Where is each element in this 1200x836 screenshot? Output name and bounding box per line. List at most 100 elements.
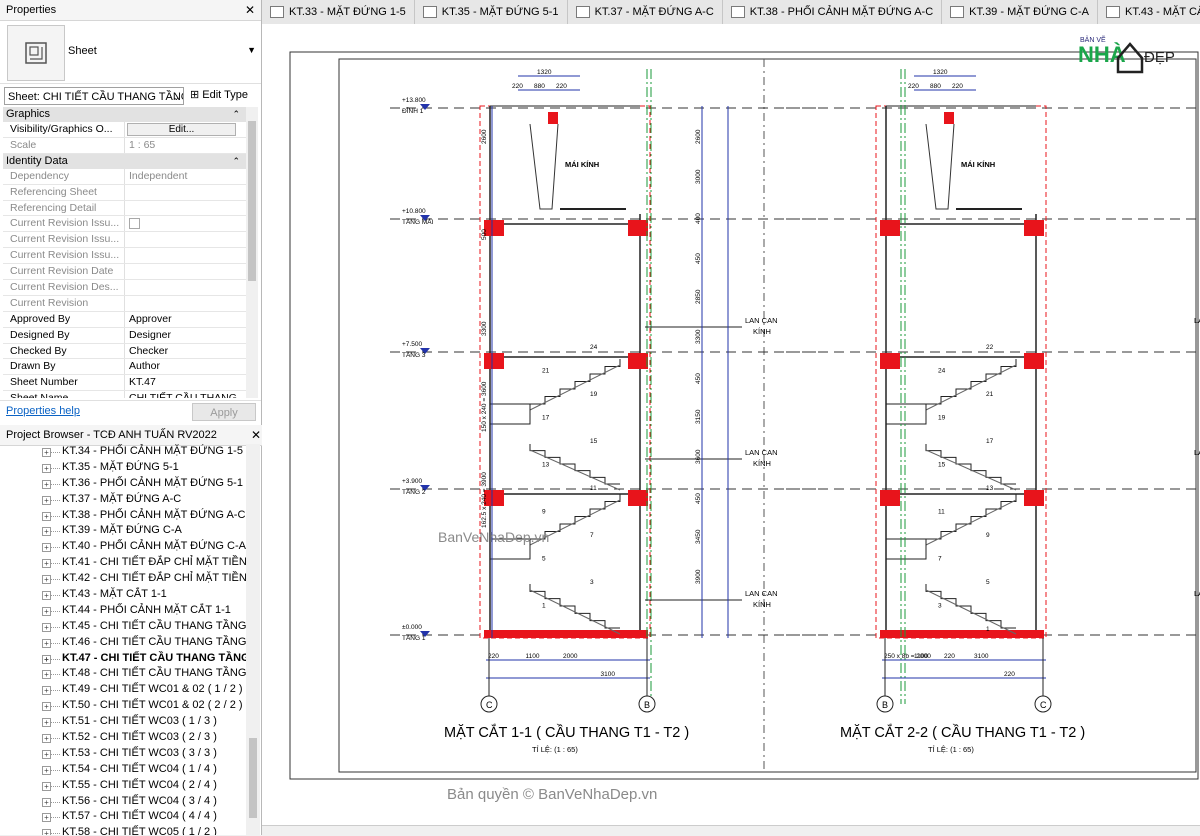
property-value[interactable]: [125, 216, 246, 231]
category-identity[interactable]: Identity Data ⌃: [3, 153, 246, 169]
stair-soffit: [529, 449, 621, 491]
browser-item[interactable]: +KT.51 - CHI TIẾT WC03 ( 1 / 3 ): [0, 714, 246, 730]
view-tab[interactable]: KT.37 - MẶT ĐỨNG A-C: [568, 0, 723, 24]
ground-slab: [880, 630, 1044, 638]
property-row[interactable]: Referencing Detail: [3, 200, 246, 217]
dimension-text: 2600: [481, 129, 488, 144]
property-row[interactable]: Referencing Sheet: [3, 184, 246, 201]
browser-item[interactable]: +KT.40 - PHỐI CẢNH MẶT ĐỨNG C-A: [0, 539, 246, 555]
collapse-icon[interactable]: ⌃: [232, 109, 240, 119]
property-value[interactable]: Approver: [129, 312, 172, 325]
view-tab[interactable]: KT.38 - PHỐI CẢNH MẶT ĐỨNG A-C: [723, 0, 943, 24]
beam: [880, 220, 900, 236]
browser-item[interactable]: +KT.53 - CHI TIẾT WC03 ( 3 / 3 ): [0, 746, 246, 762]
property-row[interactable]: Current Revision Date: [3, 264, 246, 281]
lan-can-label: LAN CAN: [745, 448, 778, 457]
browser-item[interactable]: +KT.46 - CHI TIẾT CẦU THANG TẦNG 1 -: [0, 635, 246, 651]
property-row[interactable]: Sheet Number KT.47: [3, 375, 246, 392]
property-label: Visibility/Graphics O...: [3, 122, 125, 137]
project-browser-header: Project Browser - TCĐ ANH TUẤN RV2022 ✕: [0, 425, 267, 446]
dimension-text: 1100: [914, 653, 928, 660]
type-selector[interactable]: Sheet ▼: [0, 21, 261, 84]
property-value[interactable]: Designer: [129, 328, 172, 341]
dimension-text: 3900: [695, 569, 702, 584]
apply-button[interactable]: Apply: [192, 403, 256, 421]
stair-flight: [925, 584, 1016, 629]
browser-item[interactable]: +KT.47 - CHI TIẾT CẦU THANG TẦNG 1: [0, 651, 246, 667]
browser-item[interactable]: +KT.34 - PHỐI CẢNH MẶT ĐỨNG 1-5: [0, 444, 246, 460]
browser-item[interactable]: +KT.45 - CHI TIẾT CẦU THANG TẦNG 1 -: [0, 619, 246, 635]
browser-item[interactable]: +KT.43 - MẶT CẮT 1-1: [0, 587, 246, 603]
browser-item[interactable]: +KT.44 - PHỐI CẢNH MẶT CẮT 1-1: [0, 603, 246, 619]
property-value[interactable]: KT.47: [129, 376, 156, 389]
stair-soffit: [529, 499, 621, 546]
browser-item[interactable]: +KT.48 - CHI TIẾT CẦU THANG TẦNG 1 -: [0, 666, 246, 682]
view-tab[interactable]: KT.39 - MẶT ĐỨNG C-A: [942, 0, 1098, 24]
property-row[interactable]: Current Revision Issu...: [3, 248, 246, 265]
property-row[interactable]: Current Revision Issu...: [3, 232, 246, 249]
property-row[interactable]: Current Revision Des...: [3, 280, 246, 296]
view-tab[interactable]: KT.35 - MẶT ĐỨNG 5-1: [415, 0, 568, 24]
browser-item[interactable]: +KT.38 - PHỐI CẢNH MẶT ĐỨNG A-C: [0, 508, 246, 524]
stair-flight: [530, 359, 621, 405]
drawing-frame: [338, 58, 1197, 773]
browser-item[interactable]: +KT.54 - CHI TIẾT WC04 ( 1 / 4 ): [0, 762, 246, 778]
property-row[interactable]: Current Revision Issu...: [3, 216, 246, 233]
property-row[interactable]: Sheet NameCHI TIẾT CẦU THANG: [3, 391, 246, 398]
stair-flight: [529, 584, 620, 629]
collapse-icon[interactable]: ⌃: [232, 155, 240, 166]
landing: [885, 538, 927, 560]
browser-item[interactable]: +KT.41 - CHI TIẾT ĐẮP CHỈ MẶT TIỀN ( 1: [0, 555, 246, 571]
browser-scrollbar[interactable]: [246, 444, 260, 835]
expand-icon[interactable]: +: [42, 829, 51, 835]
browser-item[interactable]: +KT.50 - CHI TIẾT WC01 & 02 ( 2 / 2 ): [0, 698, 246, 714]
view-tab[interactable]: KT.43 - MẶT CẮT 1-1: [1098, 0, 1200, 24]
browser-item[interactable]: +KT.36 - PHỐI CẢNH MẶT ĐỨNG 5-1: [0, 476, 246, 492]
stair-soffit: [925, 364, 1017, 411]
tree-guide: [50, 801, 60, 803]
scrollbar-thumb[interactable]: [248, 121, 256, 281]
property-value[interactable]: CHI TIẾT CẦU THANG: [125, 391, 246, 398]
tree-guide: [50, 769, 60, 771]
browser-item[interactable]: +KT.37 - MẶT ĐỨNG A-C: [0, 492, 246, 508]
browser-item[interactable]: +KT.42 - CHI TIẾT ĐẮP CHỈ MẶT TIỀN ( 2: [0, 571, 246, 587]
chevron-down-icon[interactable]: ▼: [247, 45, 256, 55]
properties-help-link[interactable]: Properties help: [6, 405, 80, 417]
browser-item[interactable]: +KT.52 - CHI TIẾT WC03 ( 2 / 3 ): [0, 730, 246, 746]
project-browser-tree: +KT.34 - PHỐI CẢNH MẶT ĐỨNG 1-5+KT.35 - …: [0, 444, 246, 835]
category-graphics[interactable]: Graphics ⌃: [3, 107, 246, 122]
instance-selector[interactable]: Sheet: CHI TIẾT CẦU THANG TẦNG ⌄: [4, 87, 184, 105]
view-tab[interactable]: KT.33 - MẶT ĐỨNG 1-5: [262, 0, 415, 24]
browser-item[interactable]: +KT.56 - CHI TIẾT WC04 ( 3 / 4 ): [0, 794, 246, 810]
property-label: Sheet Number: [3, 375, 125, 391]
step-number: 21: [542, 368, 550, 375]
beam: [1024, 353, 1044, 369]
browser-item[interactable]: +KT.57 - CHI TIẾT WC04 ( 4 / 4 ): [0, 809, 246, 825]
edit-type-button[interactable]: ⊞ Edit Type: [190, 88, 248, 101]
edit-type-icon: ⊞: [190, 89, 200, 101]
browser-item[interactable]: +KT.55 - CHI TIẾT WC04 ( 2 / 4 ): [0, 778, 246, 794]
browser-item[interactable]: +KT.39 - MẶT ĐỨNG C-A: [0, 523, 246, 539]
property-row[interactable]: Visibility/Graphics O...Edit...: [3, 122, 246, 138]
scrollbar-thumb[interactable]: [249, 738, 257, 818]
browser-item[interactable]: +KT.35 - MẶT ĐỨNG 5-1: [0, 460, 246, 476]
checkbox[interactable]: [129, 218, 140, 230]
property-value[interactable]: Author: [129, 360, 160, 373]
dimension-text: 3300: [481, 321, 488, 336]
browser-item[interactable]: +KT.58 - CHI TIẾT WC05 ( 1 / 2 ): [0, 825, 246, 835]
browser-item[interactable]: +KT.49 - CHI TIẾT WC01 & 02 ( 1 / 2 ): [0, 682, 246, 698]
property-value[interactable]: Checker: [129, 344, 169, 357]
properties-scrollbar[interactable]: [246, 107, 258, 398]
property-row[interactable]: Current Revision: [3, 295, 246, 312]
close-icon[interactable]: ✕: [250, 428, 261, 442]
edit-graphics-button[interactable]: Edit...: [127, 123, 236, 136]
close-icon[interactable]: ✕: [244, 3, 255, 17]
step-number: 7: [590, 532, 594, 539]
